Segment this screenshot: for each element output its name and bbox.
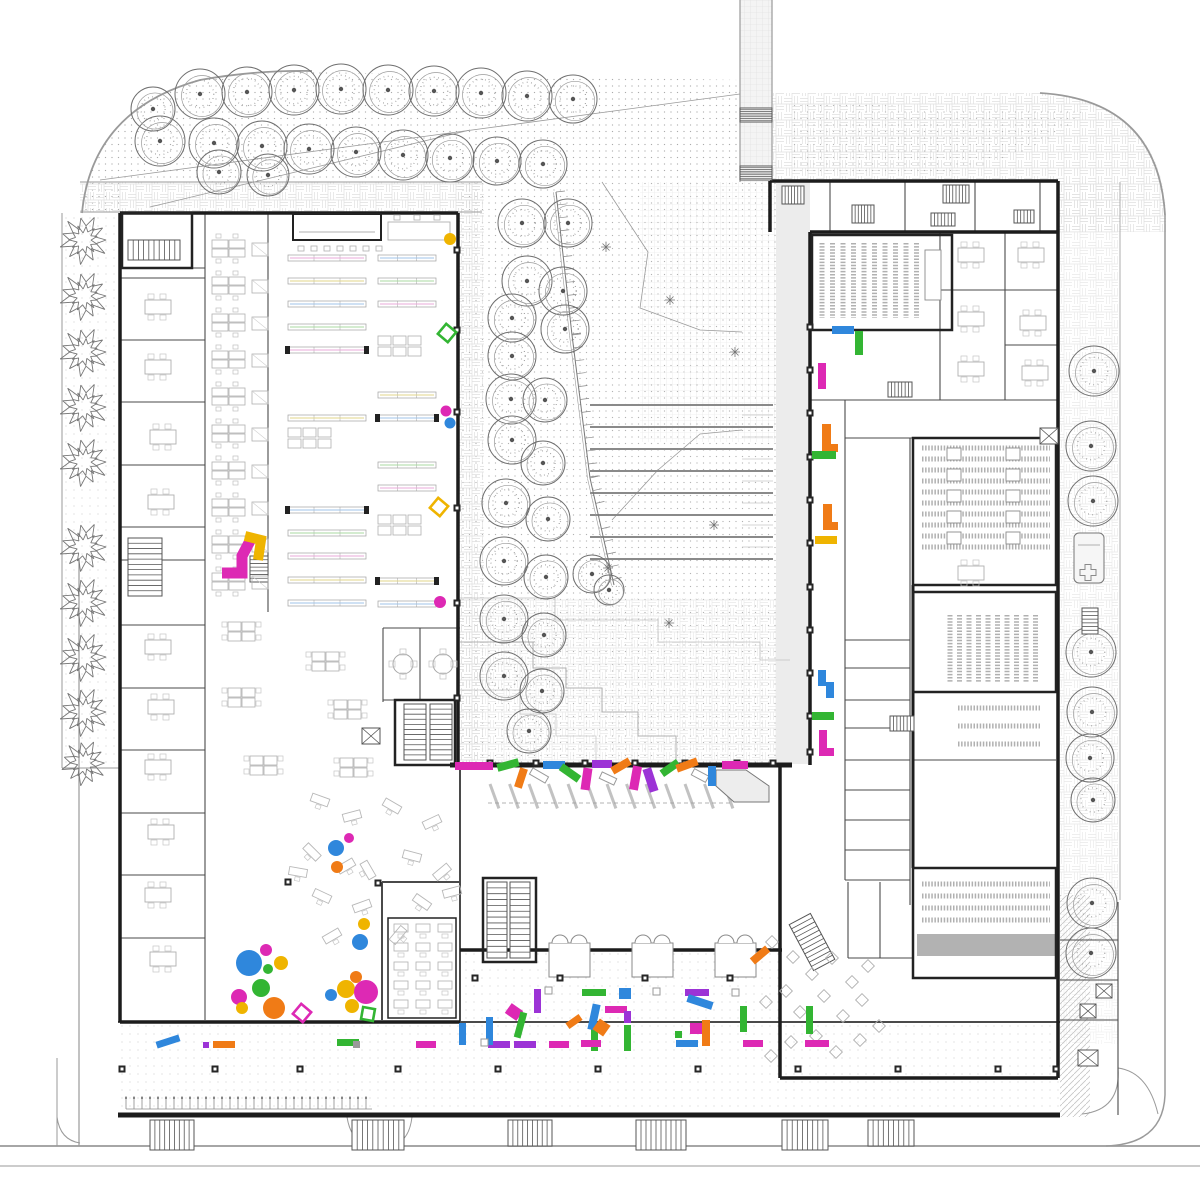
plan-render-root [0, 0, 1200, 1167]
